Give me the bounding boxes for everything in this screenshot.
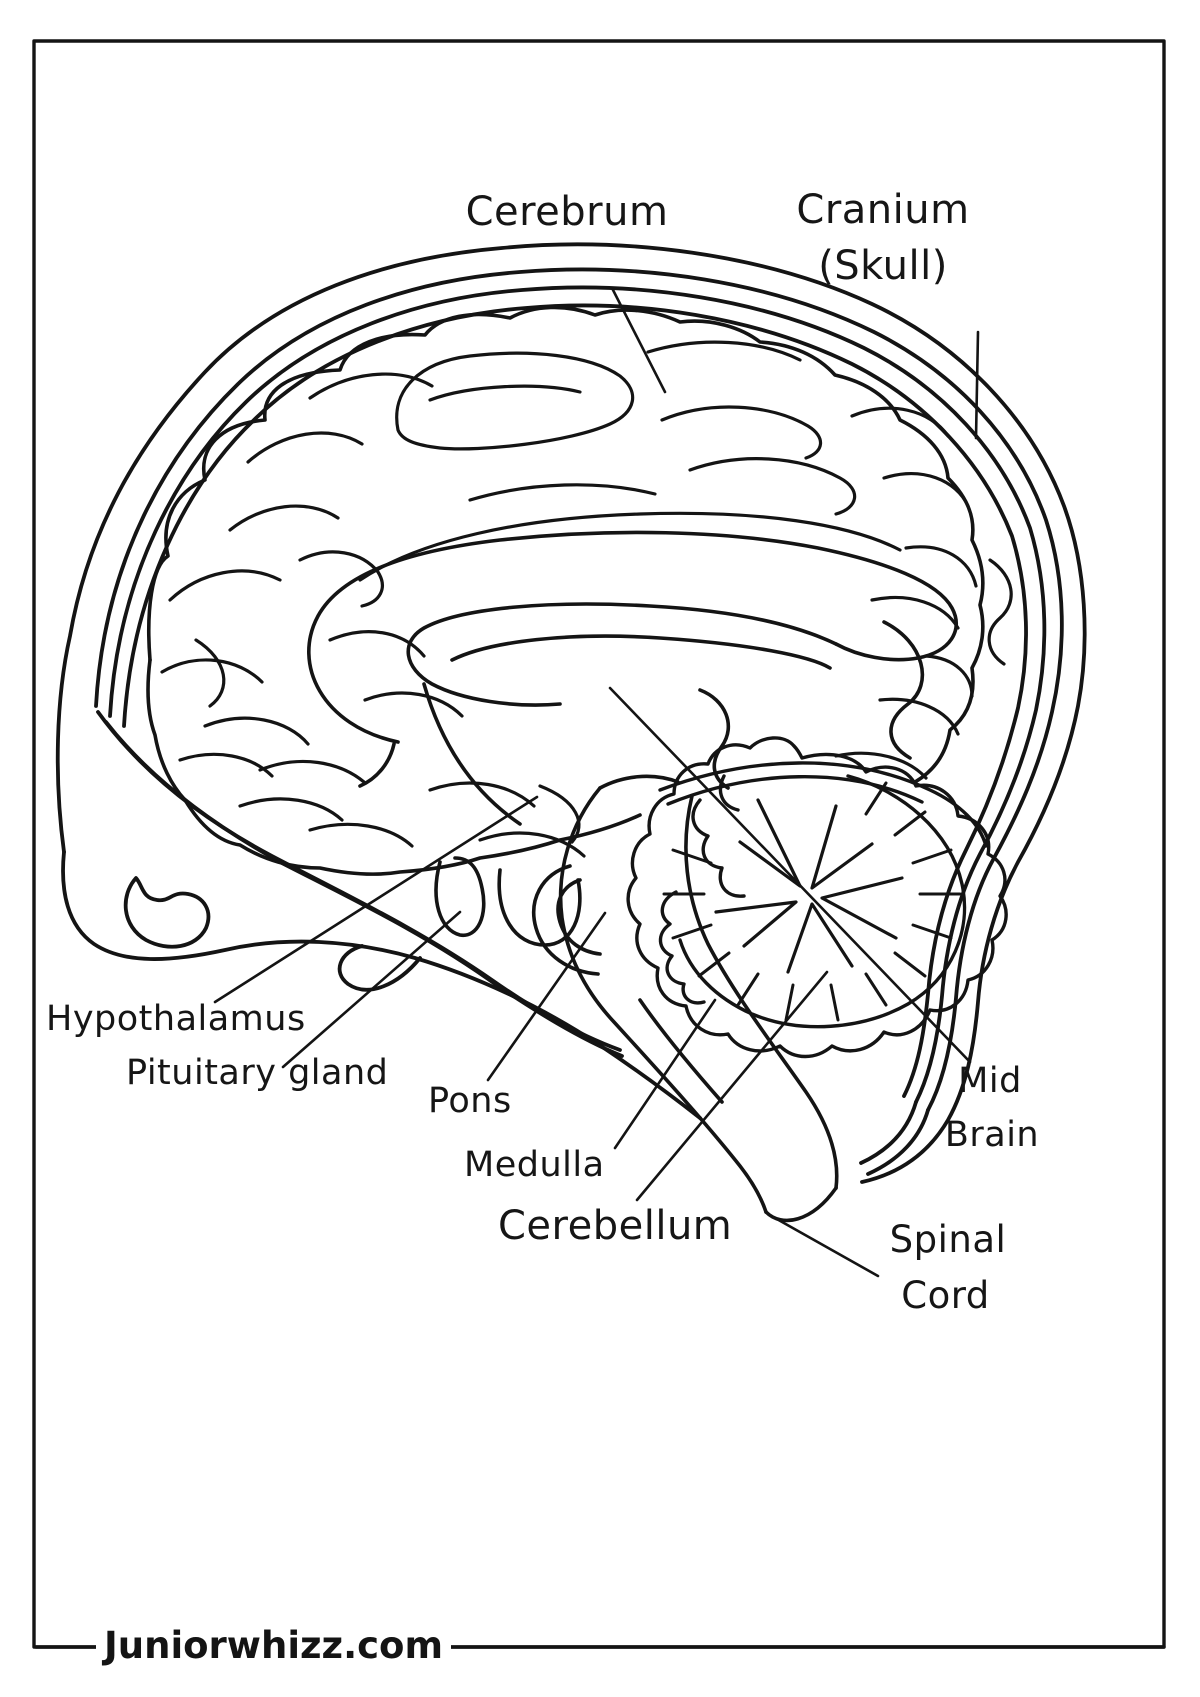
label-pons: Pons [428, 1081, 512, 1121]
cerebrum-gyri [160, 340, 1013, 858]
label-cerebrum: Cerebrum [465, 189, 669, 235]
brainstem [434, 774, 839, 1223]
label-pituitary-gland: Pituitary gland [126, 1053, 389, 1093]
label-hypothalamus: Hypothalamus [46, 999, 306, 1039]
midbrain-leader-line [608, 686, 972, 1064]
label-medulla: Medulla [464, 1145, 605, 1185]
label-mid-brain-line1: Mid [958, 1061, 1022, 1101]
watermark-text: Juniorwhizz.com [96, 1624, 452, 1667]
label-mid-brain-line2: Brain [944, 1115, 1040, 1155]
label-spinal-cord-line2: Cord [901, 1274, 990, 1317]
cranium-leader-line [974, 330, 980, 440]
label-spinal-cord-line1: Spinal [889, 1218, 1007, 1261]
cerebrum-leader-line [610, 286, 667, 394]
cerebellum-leader-line [635, 970, 829, 1202]
skull-outline [55, 242, 1087, 1184]
medulla-leader-line [613, 998, 717, 1150]
cerebellum [626, 736, 1008, 1059]
label-cranium-skull: (Skull) [818, 243, 948, 289]
corpus-callosum [307, 530, 958, 826]
page-border [32, 39, 1166, 1649]
pons-leader-line [486, 911, 607, 1082]
hypothalamus-leader-line [213, 795, 539, 1004]
cerebrum-outline [146, 305, 985, 876]
label-cerebellum: Cerebellum [498, 1203, 733, 1249]
leader-lines [213, 286, 980, 1278]
spinal-cord-leader-line [773, 1216, 880, 1278]
label-cranium: Cranium [796, 187, 970, 233]
pituitary-leader-line [281, 910, 462, 1069]
